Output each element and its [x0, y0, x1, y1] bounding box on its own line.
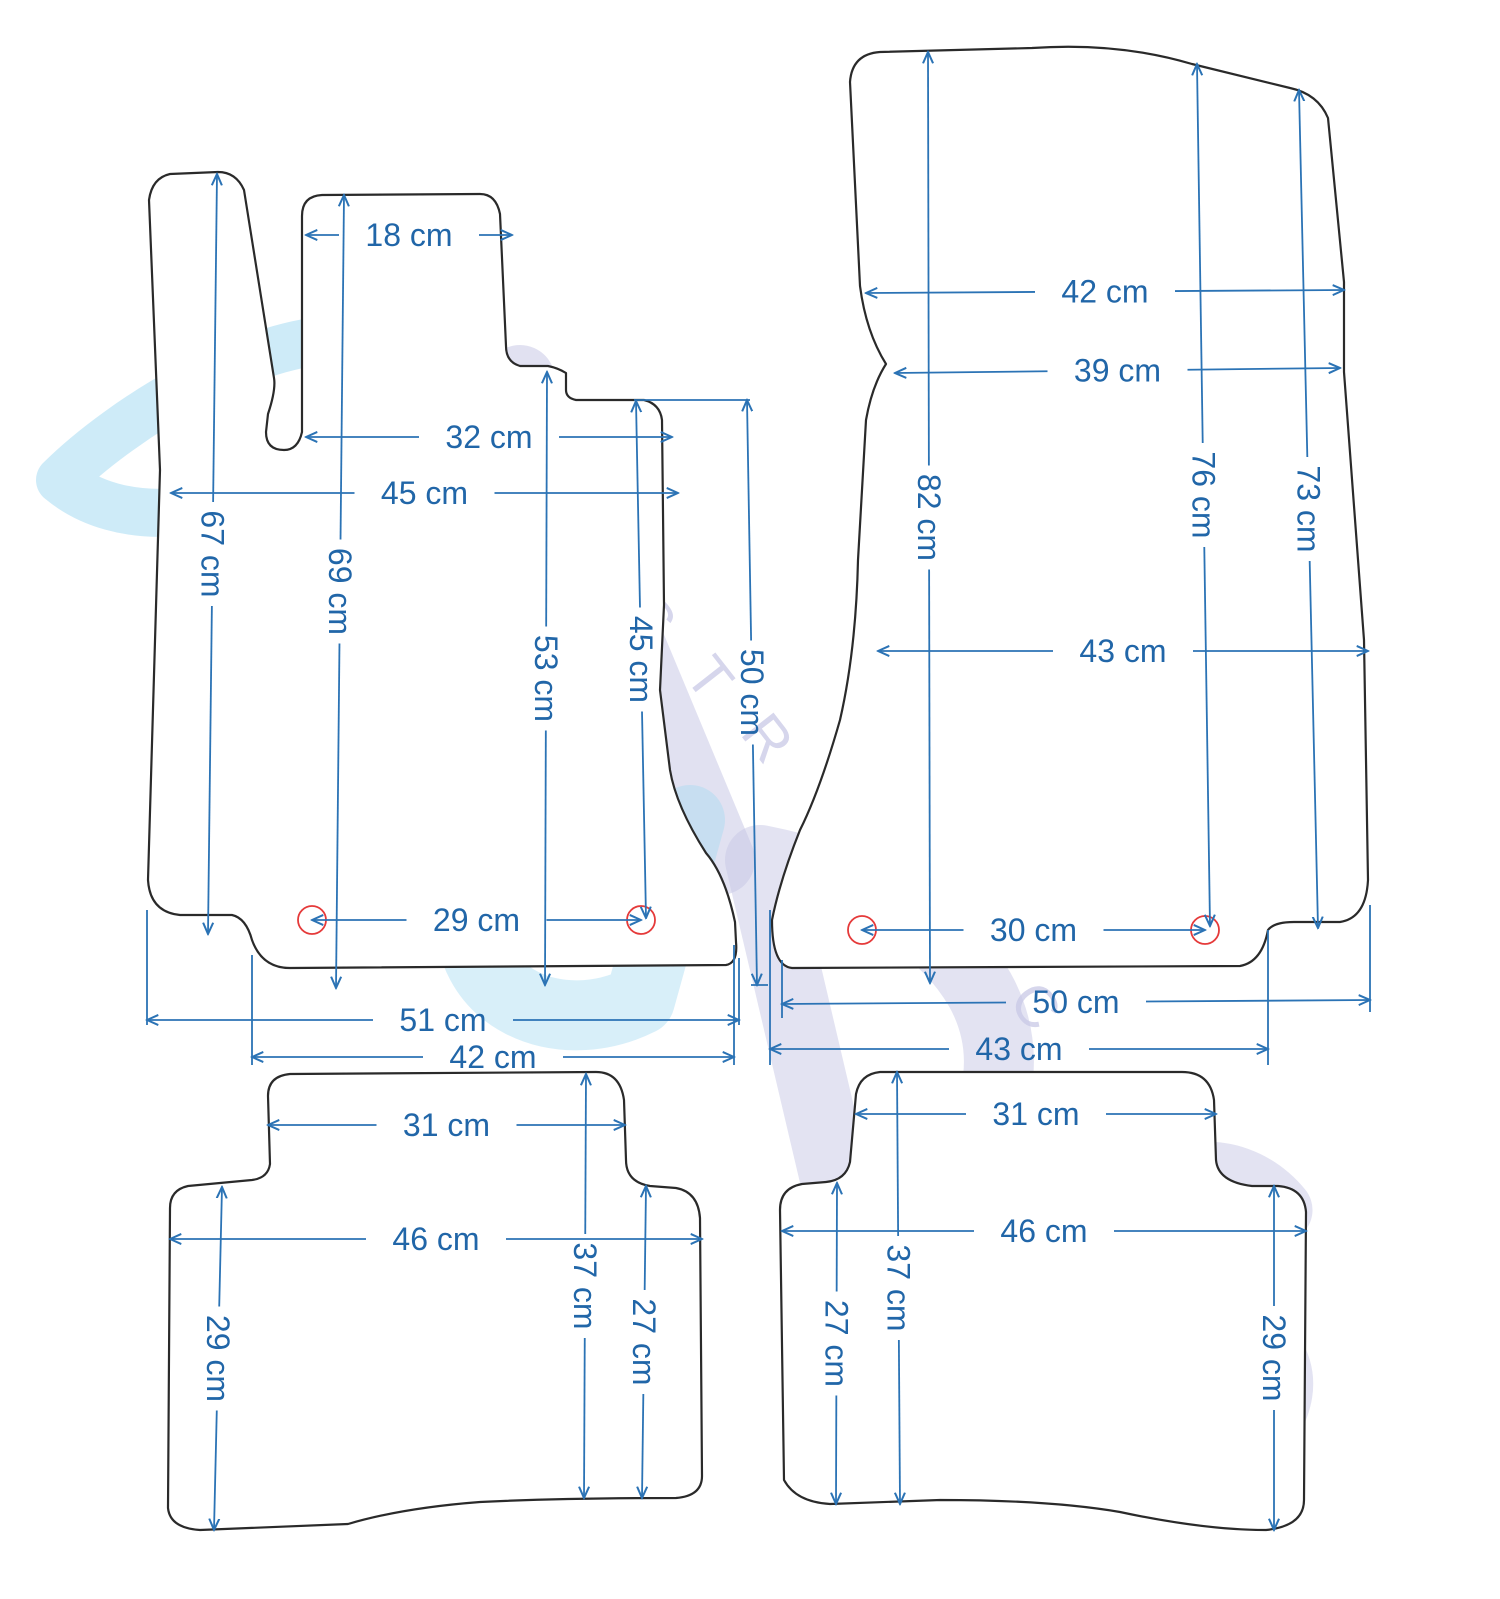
dimension-passenger-dims-hole-spacing: 30 cm	[862, 912, 1205, 948]
dimension-line	[545, 730, 546, 985]
passenger-mat-outline	[770, 45, 1370, 970]
dimension-passenger-dims-width-bottom-inner: 43 cm	[770, 1031, 1268, 1067]
rear-left-mat-outline	[166, 1070, 704, 1532]
dimension-driver-dims-width-top-tab: 18 cm	[306, 217, 512, 253]
dimension-driver-dims-hole-spacing: 29 cm	[312, 902, 641, 938]
dimension-line	[929, 569, 930, 983]
dimension-line	[899, 1339, 900, 1504]
dimension-rear-right-dims-width-top: 31 cm	[856, 1096, 1216, 1132]
driver-mat-outline	[146, 170, 738, 970]
dimension-label: 27 cm	[819, 1300, 855, 1387]
dimension-label: 31 cm	[992, 1096, 1079, 1132]
dimension-label: 42 cm	[1061, 274, 1148, 310]
dimension-line	[782, 1002, 1007, 1004]
dimension-label: 31 cm	[403, 1107, 490, 1143]
dimension-label: 18 cm	[365, 217, 452, 253]
dimension-driver-dims-width-bottom-inner: 42 cm	[252, 1039, 734, 1075]
dimension-rear-right-dims-height-right: 29 cm	[1256, 1186, 1292, 1530]
dimension-line	[645, 1186, 646, 1291]
dimension-label: 69 cm	[322, 548, 358, 635]
dimension-line	[642, 1393, 643, 1498]
dimension-rear-left-dims-width-top: 31 cm	[268, 1107, 625, 1143]
dimension-passenger-dims-width-bottom-outer: 50 cm	[782, 984, 1370, 1020]
dimension-line	[747, 400, 751, 641]
dimension-passenger-dims-height-right: 73 cm	[1291, 90, 1327, 928]
dimension-rear-left-dims-height-left: 29 cm	[200, 1187, 236, 1530]
dimension-rear-right-dims-height-mid: 37 cm	[881, 1072, 917, 1504]
dimension-passenger-dims-width-top: 42 cm	[866, 274, 1344, 310]
dimension-driver-dims-width-main: 45 cm	[171, 475, 678, 511]
dimension-line	[1299, 90, 1309, 458]
dimension-label: 45 cm	[381, 475, 468, 511]
dimension-label: 51 cm	[399, 1002, 486, 1038]
dimension-line	[341, 195, 344, 540]
dimension-line	[214, 1410, 217, 1530]
dimension-label: 73 cm	[1291, 465, 1327, 552]
dimension-label: 45 cm	[623, 616, 659, 703]
dimension-label: 29 cm	[433, 902, 520, 938]
dimension-label: 53 cm	[528, 635, 564, 722]
dimension-driver-dims-height-mid: 53 cm	[528, 372, 564, 985]
dimension-line	[895, 371, 1048, 373]
dimension-line	[336, 643, 339, 988]
dimension-driver-dims-width-mid: 32 cm	[306, 419, 672, 455]
dimension-driver-dims-width-bottom-outer: 51 cm	[147, 1002, 739, 1038]
dimension-passenger-dims-width-waist: 39 cm	[895, 353, 1340, 389]
dimension-rear-left-dims-height-mid: 37 cm	[567, 1074, 603, 1498]
dimension-driver-dims-height-right-outer: 50 cm	[734, 400, 770, 985]
dimension-label: 76 cm	[1186, 451, 1222, 538]
rear-right-mat-outline	[778, 1070, 1308, 1532]
dimension-line	[1187, 368, 1340, 370]
dimension-label: 29 cm	[200, 1315, 236, 1402]
dimension-rear-left-dims-height-right: 27 cm	[626, 1186, 662, 1498]
dimension-driver-dims-height-right-inner: 45 cm	[623, 401, 659, 918]
dimension-line	[753, 744, 757, 985]
dimension-line	[1197, 64, 1204, 444]
dimension-line	[897, 1072, 898, 1237]
dimension-line	[866, 292, 1036, 293]
dimension-passenger-dims-height-mid: 76 cm	[1186, 64, 1222, 926]
dimension-line	[208, 605, 212, 934]
dimension-line	[585, 1074, 586, 1235]
dimension-label: 29 cm	[1256, 1314, 1292, 1401]
dimension-driver-dims-height-tab: 69 cm	[322, 195, 358, 988]
dimension-line	[213, 174, 217, 503]
dimension-label: 37 cm	[567, 1242, 603, 1329]
dimension-label: 67 cm	[195, 510, 231, 597]
dimension-rear-right-dims-height-left: 27 cm	[819, 1183, 855, 1504]
dimension-label: 30 cm	[990, 912, 1077, 948]
dimension-passenger-dims-height-left: 82 cm	[911, 52, 947, 983]
dimension-line	[636, 401, 640, 608]
dimension-driver-dims-height-left: 67 cm	[195, 174, 231, 934]
dimension-label: 42 cm	[449, 1039, 536, 1075]
dimension-line	[928, 52, 929, 466]
dimension-line	[546, 372, 547, 627]
dimension-label: 43 cm	[975, 1031, 1062, 1067]
dimension-line	[1203, 546, 1210, 926]
dimension-label: 82 cm	[911, 474, 947, 561]
dimension-rear-left-dims-width-main: 46 cm	[170, 1221, 702, 1257]
dimension-label: 27 cm	[626, 1298, 662, 1385]
dimension-label: 50 cm	[1032, 984, 1119, 1020]
dimension-label: 50 cm	[734, 649, 770, 736]
dimension-line	[1145, 1000, 1370, 1002]
dimension-label: 46 cm	[1000, 1213, 1087, 1249]
dimension-line	[642, 711, 646, 918]
dimension-line	[1174, 290, 1344, 291]
dimension-line	[219, 1187, 222, 1307]
dimension-line	[1308, 560, 1318, 928]
dimension-passenger-dims-width-mid: 43 cm	[878, 633, 1368, 669]
dimension-label: 32 cm	[445, 419, 532, 455]
dimension-label: 37 cm	[881, 1244, 917, 1331]
dimension-label: 43 cm	[1079, 633, 1166, 669]
dimension-label: 46 cm	[392, 1221, 479, 1257]
dimension-label: 39 cm	[1074, 353, 1161, 389]
dimension-line	[584, 1337, 585, 1498]
